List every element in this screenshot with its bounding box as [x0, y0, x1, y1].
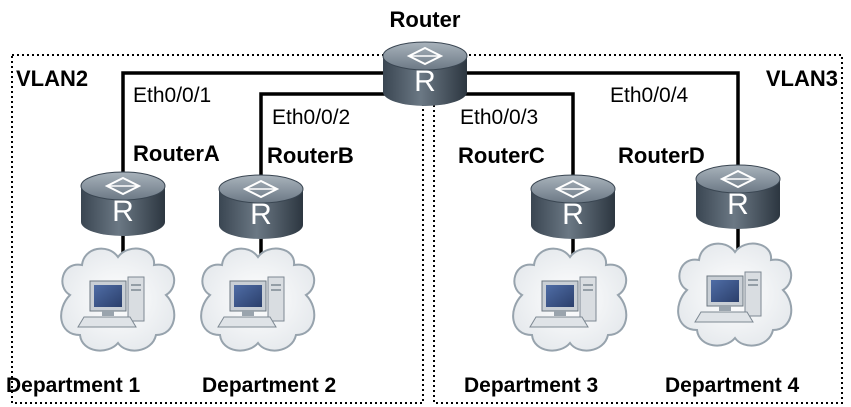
- topology-links: [121, 71, 740, 180]
- router-b-icon: [218, 174, 304, 240]
- vlan3-label: VLAN3: [766, 66, 838, 91]
- link-label-eth0-0-2: Eth0/0/2: [272, 106, 350, 129]
- router-d-label: RouterD: [618, 143, 705, 168]
- link-eth0-0-1: [121, 71, 395, 178]
- department-1-label: Department 1: [6, 374, 141, 397]
- department-4-icon: [677, 242, 793, 347]
- department-1-icon: [60, 247, 176, 352]
- link-label-eth0-0-4: Eth0/0/4: [610, 84, 689, 107]
- link-eth0-0-3: [450, 92, 575, 180]
- department-3-label: Department 3: [464, 374, 598, 397]
- router-d-icon: [695, 164, 781, 230]
- vlan2-boundary: [11, 54, 424, 404]
- vlan3-boundary: [433, 54, 843, 404]
- core-router-label: Router: [390, 7, 461, 32]
- router-a-label: RouterA: [133, 141, 220, 166]
- department-4-label: Department 4: [665, 374, 800, 397]
- router-b-label: RouterB: [267, 143, 354, 168]
- department-2-label: Department 2: [202, 374, 336, 397]
- link-label-eth0-0-3: Eth0/0/3: [460, 106, 538, 129]
- link-label-eth0-0-1: Eth0/0/1: [133, 84, 211, 107]
- vlan2-label: VLAN2: [16, 66, 88, 91]
- department-3-icon: [512, 247, 628, 352]
- router-dept-links: [121, 218, 740, 265]
- link-eth0-0-4: [455, 71, 740, 168]
- router-a-icon: [80, 171, 166, 237]
- core-router-icon: [382, 41, 468, 107]
- department-2-icon: [200, 247, 316, 352]
- router-c-label: RouterC: [458, 143, 545, 168]
- router-c-icon: [530, 174, 616, 240]
- link-eth0-0-2: [259, 92, 400, 180]
